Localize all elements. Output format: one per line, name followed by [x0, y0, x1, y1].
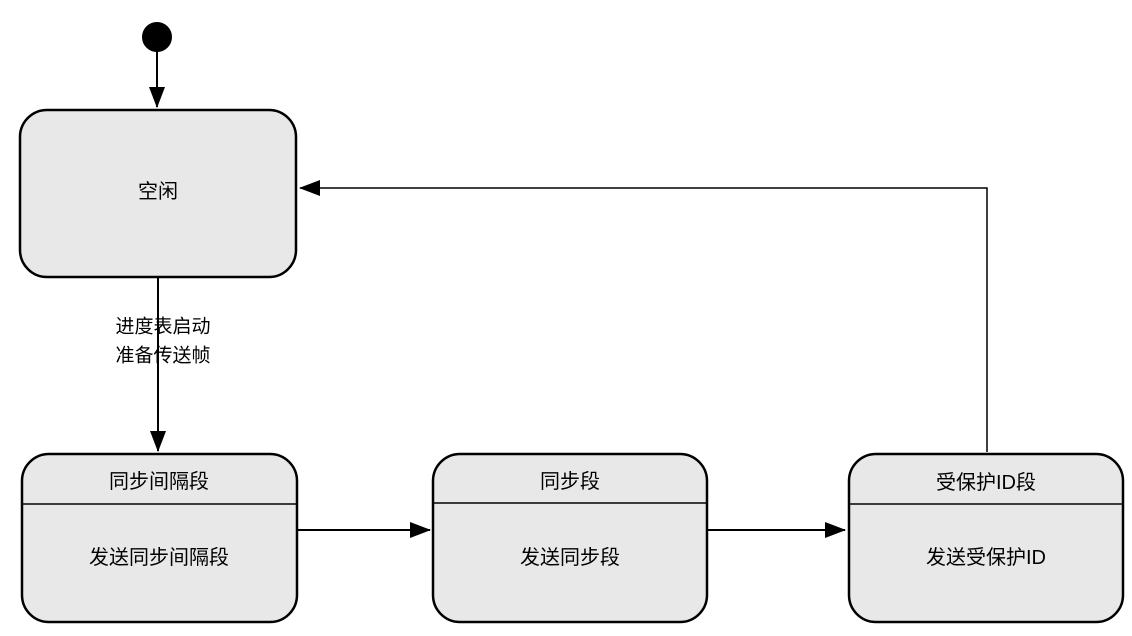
state-sync-break-title: 同步间隔段	[109, 470, 209, 493]
transition-label-line2: 准备传送帧	[115, 345, 210, 367]
state-protected-id: 受保护ID段 发送受保护ID	[847, 452, 1125, 624]
state-idle: 空闲	[18, 108, 298, 279]
state-idle-title: 空闲	[138, 180, 178, 203]
state-sync: 同步段 发送同步段	[431, 452, 709, 624]
transition-protected-id-to-idle	[299, 180, 988, 452]
state-sync-title: 同步段	[540, 470, 600, 493]
initial-state-icon	[142, 22, 172, 52]
state-sync-break-body: 发送同步间隔段	[89, 546, 229, 569]
state-protected-id-box	[847, 452, 1125, 624]
state-protected-id-title: 受保护ID段	[936, 471, 1036, 494]
state-idle-box	[18, 108, 298, 279]
state-protected-id-body: 发送受保护ID	[926, 546, 1046, 569]
state-sync-break: 同步间隔段 发送同步间隔段	[20, 452, 299, 624]
state-sync-box	[431, 452, 709, 624]
state-sync-break-box	[20, 452, 299, 624]
state-sync-body: 发送同步段	[520, 546, 620, 569]
transition-label-line1: 进度表启动	[115, 316, 210, 338]
